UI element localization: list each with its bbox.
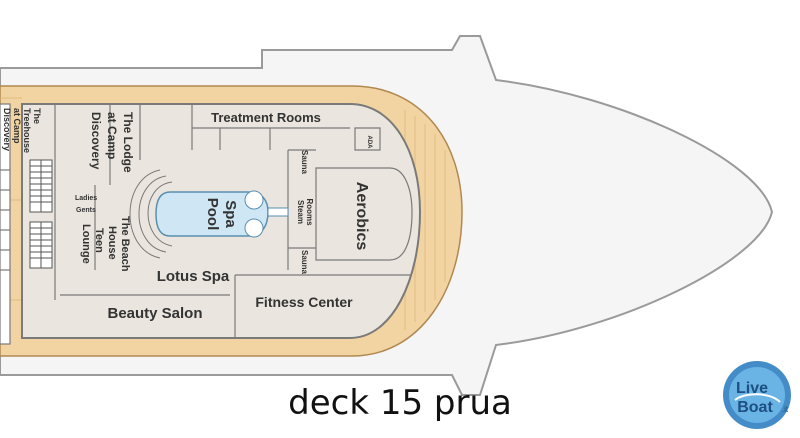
treehouse-label-2: Treehouse (22, 108, 32, 153)
steam-rooms-label-2: Rooms (305, 198, 314, 226)
spa-pool-label-1: Spa (222, 200, 239, 228)
sauna-bottom-label: Sauna (300, 250, 309, 275)
fitness-center-label: Fitness Center (255, 294, 353, 310)
beach-house-label-2: House (106, 226, 118, 260)
stairs-upper (29, 159, 53, 213)
ada-label: ADA (366, 136, 372, 150)
pool-jet (244, 190, 264, 210)
logo-text-live: Live (736, 380, 768, 397)
logo-text-suffix: .it (782, 405, 789, 414)
steam-rooms-label-1: Steam (296, 200, 305, 224)
beach-house-label-3: Teen (93, 228, 105, 253)
lodge-label-3: Discovery (89, 112, 103, 170)
liveboat-logo: Live Boat .it (723, 361, 791, 429)
treehouse-label-3: at Camp (12, 108, 22, 144)
beauty-salon-label: Beauty Salon (107, 305, 202, 322)
lodge-label-1: The Lodge (121, 112, 135, 173)
beach-house-label-1: The Beach (119, 216, 131, 272)
treehouse-label-1: The (32, 108, 42, 124)
left-structure (0, 103, 11, 345)
logo-text-boat: Boat (737, 399, 773, 416)
spa-pool-label-2: Pool (204, 198, 221, 231)
gents-restroom-label: Gents (76, 207, 96, 214)
lotus-spa-label: Lotus Spa (157, 268, 230, 285)
ladies-restroom-label: Ladies (75, 195, 97, 202)
stairs-lower (29, 221, 53, 269)
interior-walls (54, 104, 413, 338)
pool-seating-arc (129, 169, 173, 259)
treatment-rooms-label: Treatment Rooms (211, 110, 321, 125)
aerobics-label: Aerobics (353, 182, 370, 251)
lodge-label-2: at Camp (105, 112, 119, 159)
spa-pool-basin (155, 191, 269, 237)
beach-house-label-4: Lounge (80, 224, 92, 264)
deck-caption: deck 15 prua (288, 383, 512, 423)
sauna-top-label: Sauna (300, 150, 309, 175)
treehouse-label-4: Discovery (2, 108, 12, 151)
pool-jet (244, 218, 264, 238)
pool-steps (267, 207, 289, 217)
